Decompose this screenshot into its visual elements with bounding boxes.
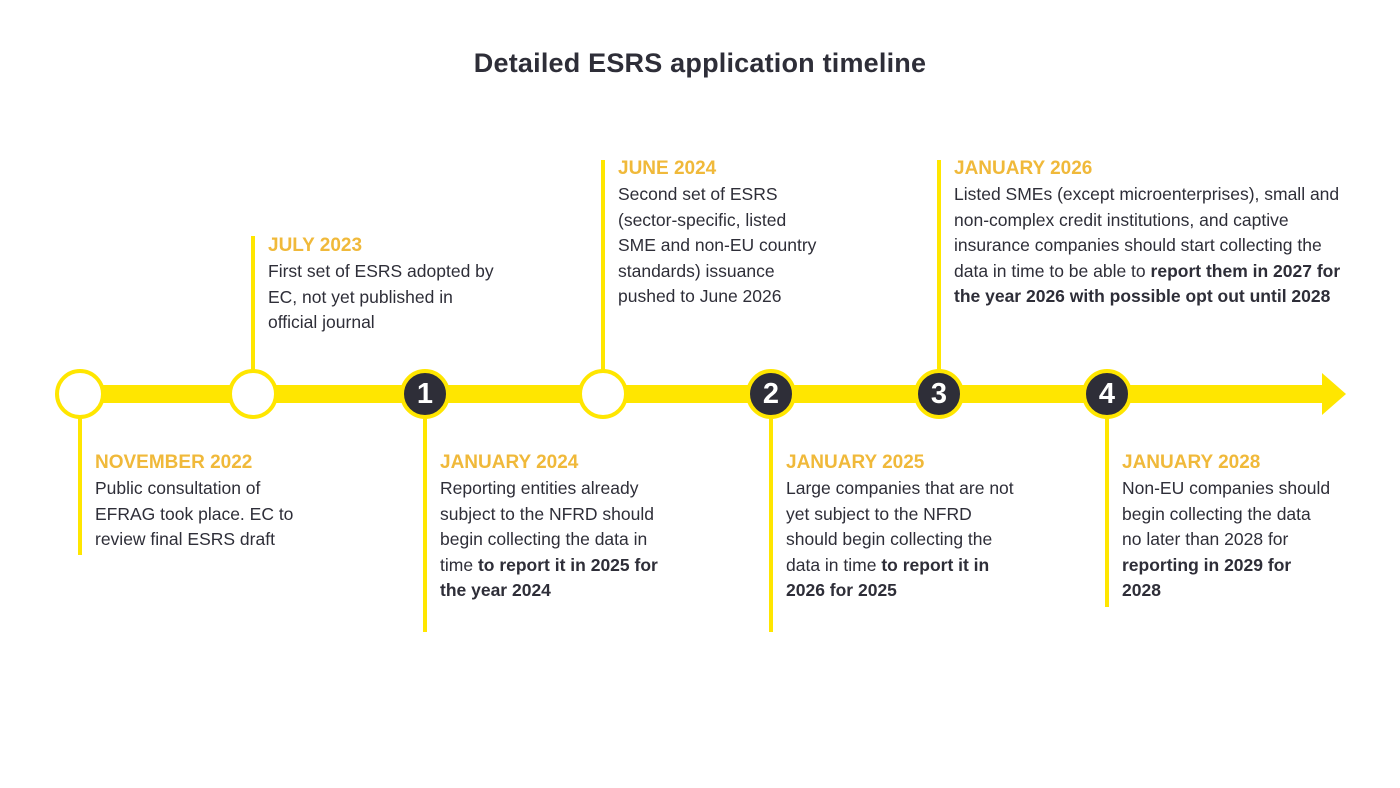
connector-jul2023 (251, 236, 255, 372)
connector-jan2026 (937, 160, 941, 372)
event-text: Large companies that are not yet subject… (786, 478, 1014, 575)
event-text: Non-EU companies should begin collecting… (1122, 478, 1331, 549)
timeline-arrow-icon (1322, 373, 1346, 415)
event-date: JUNE 2024 (618, 158, 717, 179)
connector-jan2028 (1105, 415, 1109, 607)
event-text: Public consultation of EFRAG took place.… (95, 478, 294, 549)
event-text: Listed SMEs (except microenterprises), s… (954, 184, 1340, 281)
timeline-node-2: 2 (746, 369, 796, 419)
event-jul2023: JULY 2023 First set of ESRS adopted by E… (268, 233, 503, 336)
event-date: JANUARY 2028 (1122, 452, 1261, 473)
page-title: Detailed ESRS application timeline (473, 48, 927, 78)
event-jan2028: JANUARY 2028 Non-EU companies should beg… (1122, 450, 1332, 604)
timeline-node-hollow (228, 369, 278, 419)
timeline-bar (80, 385, 1328, 403)
event-date: NOVEMBER 2022 (95, 452, 253, 473)
timeline-node-3: 3 (914, 369, 964, 419)
event-text-bold: reporting in 2029 for 2028 (1122, 554, 1292, 601)
timeline-node-4: 4 (1082, 369, 1132, 419)
event-date: JULY 2023 (268, 235, 363, 256)
event-nov2022: NOVEMBER 2022 Public consultation of EFR… (95, 450, 315, 553)
connector-jan2025 (769, 415, 773, 632)
event-date: JANUARY 2025 (786, 452, 925, 473)
event-text: Reporting entities already subject to th… (440, 478, 654, 575)
event-jan2025: JANUARY 2025 Large companies that are no… (786, 450, 1021, 604)
event-date: JANUARY 2026 (954, 158, 1093, 179)
event-text-bold: to report it in 2026 for 2025 (786, 554, 990, 601)
event-text: First set of ESRS adopted by EC, not yet… (268, 261, 494, 332)
event-text-bold: report them in 2027 for the year 2026 wi… (954, 260, 1341, 307)
timeline-node-hollow (578, 369, 628, 419)
event-date: JANUARY 2024 (440, 452, 579, 473)
event-jun2024: JUNE 2024 Second set of ESRS (sector-spe… (618, 156, 823, 310)
connector-jan2024 (423, 415, 427, 632)
timeline-node-1: 1 (400, 369, 450, 419)
event-jan2026: JANUARY 2026 Listed SMEs (except microen… (954, 156, 1344, 310)
event-jan2024: JANUARY 2024 Reporting entities already … (440, 450, 670, 604)
connector-nov2022 (78, 415, 82, 555)
event-text-bold: to report it in 2025 for the year 2024 (440, 554, 658, 601)
timeline-node-hollow (55, 369, 105, 419)
event-text: Second set of ESRS (sector-specific, lis… (618, 184, 817, 306)
connector-jun2024 (601, 160, 605, 372)
